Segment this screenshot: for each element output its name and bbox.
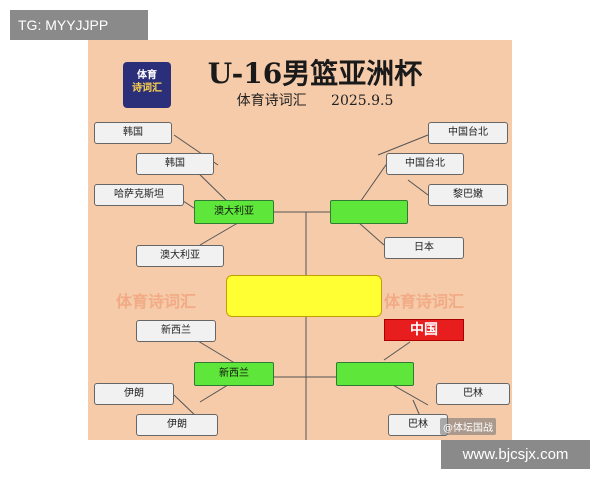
bracket-poster: 体育 诗词汇 U-16男篮亚洲杯 体育诗词汇 2025.9.5 韩国 韩国 哈萨… bbox=[88, 40, 512, 440]
site-label: www.bjcsjx.com bbox=[441, 440, 590, 469]
watermark-right: 体育诗词汇 bbox=[384, 292, 465, 311]
team-box: 哈萨克斯坦 bbox=[94, 184, 184, 206]
watermark-left: 体育诗词汇 bbox=[116, 292, 197, 311]
team-box: 韩国 bbox=[136, 153, 214, 175]
logo: 体育 诗词汇 bbox=[123, 62, 171, 108]
team-box: 澳大利亚 bbox=[136, 245, 224, 267]
team-box: 中国台北 bbox=[428, 122, 508, 144]
team-box: 新西兰 bbox=[136, 320, 216, 342]
poster-title: U-16男篮亚洲杯 bbox=[207, 57, 423, 90]
team-box: 伊朗 bbox=[136, 414, 218, 436]
final-box bbox=[226, 275, 382, 317]
team-box: 中国台北 bbox=[386, 153, 464, 175]
corner-label: TG: MYYJJPP bbox=[10, 10, 148, 40]
winner-box-empty bbox=[336, 362, 414, 386]
team-box: 黎巴嫩 bbox=[428, 184, 508, 206]
team-box-china: 中国 bbox=[384, 319, 464, 341]
team-box: 日本 bbox=[384, 237, 464, 259]
logo-text-1: 体育 bbox=[137, 70, 157, 81]
team-box: 伊朗 bbox=[94, 383, 174, 405]
logo-text-2: 诗词汇 bbox=[132, 83, 162, 94]
credit-watermark: @体坛国战 bbox=[440, 418, 496, 435]
winner-box: 澳大利亚 bbox=[194, 200, 274, 224]
subtitle-date: 2025.9.5 bbox=[331, 93, 394, 109]
winner-box-empty bbox=[330, 200, 408, 224]
winner-box: 新西兰 bbox=[194, 362, 274, 386]
team-box: 巴林 bbox=[388, 414, 448, 436]
subtitle-left: 体育诗词汇 bbox=[236, 93, 307, 109]
team-box: 韩国 bbox=[94, 122, 172, 144]
team-box: 巴林 bbox=[436, 383, 510, 405]
poster-subtitle: 体育诗词汇 2025.9.5 bbox=[88, 90, 512, 110]
